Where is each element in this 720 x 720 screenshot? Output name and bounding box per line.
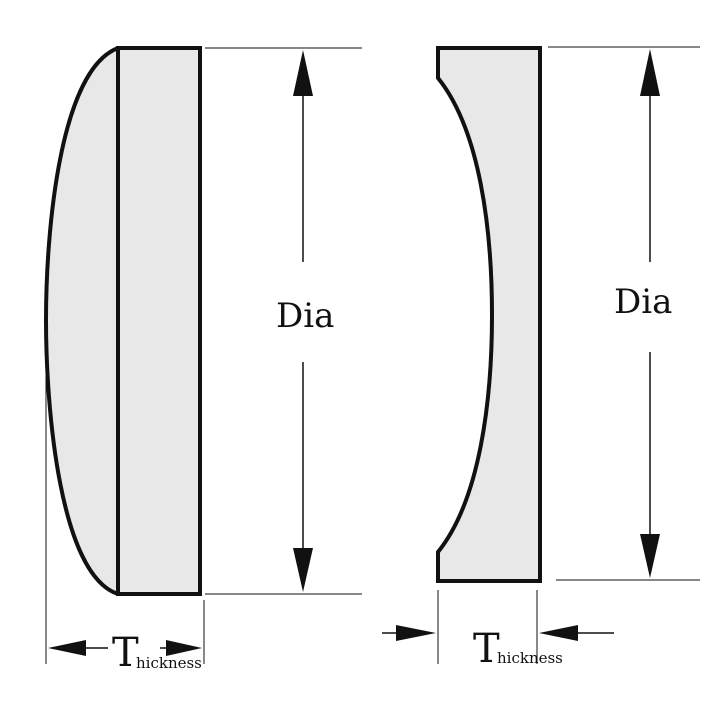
- right-dia-arrowhead-top: [640, 49, 660, 96]
- right-thickness-arrowhead-right: [539, 625, 578, 641]
- left-thickness-T: T: [112, 630, 139, 676]
- right-thickness-T: T: [473, 626, 500, 672]
- left-dia-dimension: [293, 50, 313, 592]
- right-thickness-subscript: hickness: [497, 649, 563, 667]
- left-dia-label: Dia: [276, 296, 334, 336]
- left-thickness-arrowhead-left: [48, 640, 86, 656]
- right-dia-dimension: [640, 49, 660, 578]
- convex-lens-flat-edge: [116, 46, 202, 596]
- left-thickness-subscript: hickness: [136, 654, 202, 672]
- convex-lens-body: [44, 46, 120, 596]
- right-thickness-arrowhead-left: [396, 625, 436, 641]
- left-thickness-arrowhead-right: [166, 640, 202, 656]
- right-thickness-dimension: [382, 625, 614, 641]
- right-dia-label: Dia: [614, 282, 672, 322]
- right-dia-arrowhead-bottom: [640, 534, 660, 578]
- plano-concave-lens: [436, 46, 542, 583]
- left-thickness-dimension: [48, 640, 202, 656]
- left-dia-arrowhead-top: [293, 50, 313, 96]
- plano-convex-lens: [44, 46, 202, 596]
- left-dia-arrowhead-bottom: [293, 548, 313, 592]
